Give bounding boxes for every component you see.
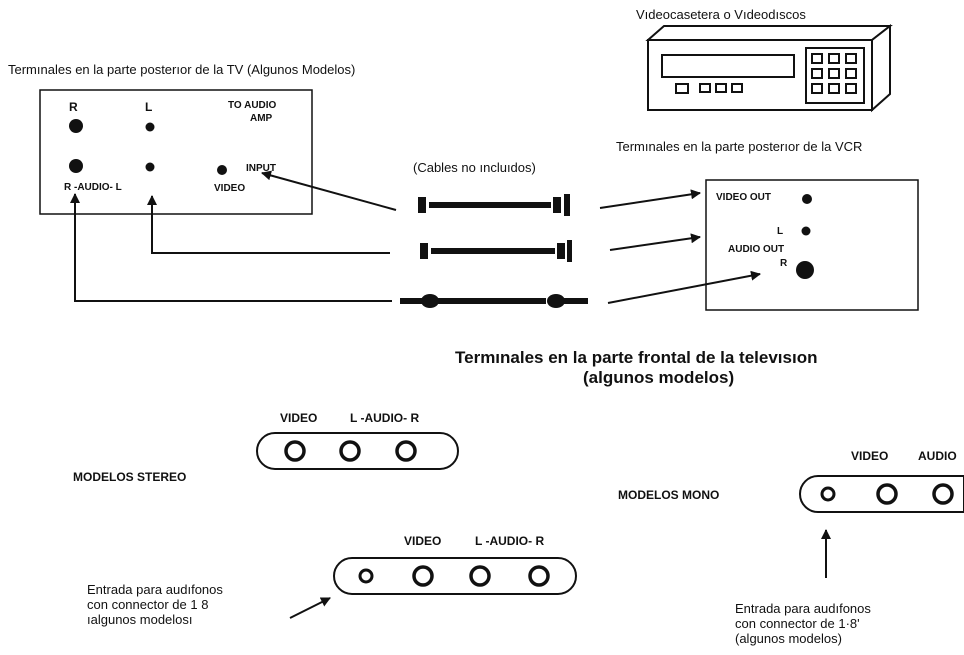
video-cable bbox=[418, 194, 570, 216]
stereo-headphone-arrow bbox=[289, 597, 331, 619]
stereo-top-video-label: VIDEO bbox=[280, 411, 318, 425]
vcr-audio-r-out-jack bbox=[796, 261, 814, 279]
vcr-device-illustration bbox=[645, 23, 893, 113]
tv-audio-r-in-jack bbox=[69, 159, 83, 173]
mono-headphone-line2: con connector de 1·8' bbox=[735, 616, 860, 631]
mono-headphone-line3: (algunos modelos) bbox=[735, 631, 842, 646]
vcr-audio-out-label: AUDIO OUT bbox=[728, 244, 785, 255]
audio-l-cable bbox=[420, 240, 572, 262]
tv-audio-l-in-jack bbox=[145, 162, 155, 172]
cables-caption: (Cables no ıncluıdos) bbox=[413, 160, 536, 175]
vcr-rear-panel bbox=[705, 179, 919, 311]
mono-audio-label: AUDIO bbox=[918, 449, 957, 463]
stereo-headphone-front-panel bbox=[333, 557, 577, 595]
stereo-headphone-line3: ıalgunos modelosı bbox=[87, 612, 193, 627]
tv-input-label: INPUT bbox=[246, 163, 276, 174]
vcr-video-out-label: VIDEO OUT bbox=[716, 192, 772, 203]
tv-r-label: R bbox=[69, 100, 78, 114]
mono-video-label: VIDEO bbox=[851, 449, 889, 463]
stereo-headphone-line2: con connector de 1 8 bbox=[87, 597, 209, 612]
stereo-bottom-video-label: VIDEO bbox=[404, 534, 442, 548]
mono-front-panel bbox=[799, 475, 964, 513]
vcr-video-out-jack bbox=[802, 194, 812, 204]
stereo-headphone-line1: Entrada para audıfonos bbox=[87, 582, 223, 597]
tv-video-label: VIDEO bbox=[214, 183, 246, 194]
tv-rear-caption: Termınales en la parte posterıor de la T… bbox=[8, 62, 356, 77]
tv-rear-panel bbox=[39, 89, 313, 215]
audio-r-cable bbox=[400, 294, 588, 308]
mono-model-label: MODELOS MONO bbox=[618, 488, 720, 502]
tv-audio-l-out-jack bbox=[145, 122, 155, 132]
vcr-r-label: R bbox=[780, 258, 788, 269]
tv-amp-label: AMP bbox=[250, 113, 273, 124]
vcr-l-label: L bbox=[777, 226, 784, 237]
tv-l-label: L bbox=[145, 100, 153, 114]
front-title-line2: (algunos modelos) bbox=[583, 368, 735, 387]
stereo-bottom-audio-label: L -AUDIO- R bbox=[475, 534, 545, 548]
tv-to-audio-label: TO AUDIO bbox=[228, 100, 277, 111]
tv-audio-row-label: R -AUDIO- L bbox=[64, 182, 122, 193]
vcr-audio-l-out-jack bbox=[801, 226, 811, 236]
connection-arrows bbox=[70, 170, 761, 304]
tv-audio-r-out-jack bbox=[69, 119, 83, 133]
stereo-model-label: MODELOS STEREO bbox=[73, 470, 187, 484]
stereo-top-audio-label: L -AUDIO- R bbox=[350, 411, 420, 425]
vcr-caption: Vıdeocasetera o Vıdeodıscos bbox=[636, 7, 806, 22]
front-title-line1: Termınales en la parte frontal de la tel… bbox=[455, 348, 818, 367]
vcr-rear-caption: Termınales en la parte posterıor de la V… bbox=[616, 139, 863, 154]
tv-video-in-jack bbox=[217, 165, 227, 175]
stereo-front-panel bbox=[256, 432, 459, 470]
mono-headphone-line1: Entrada para audıfonos bbox=[735, 601, 871, 616]
